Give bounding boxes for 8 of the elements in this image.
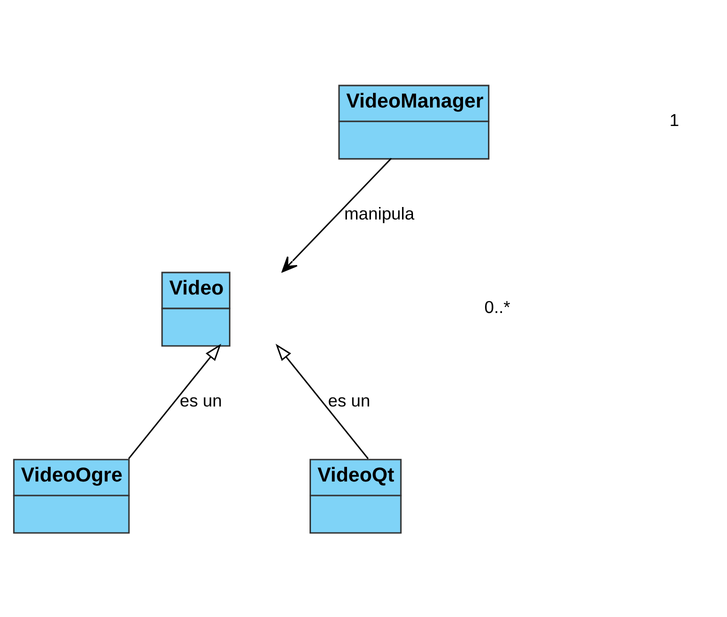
arrow [276,344,369,460]
arrow [282,158,392,272]
edge-label: es un [180,390,222,410]
label: 0..* [484,296,510,317]
arrow [128,344,222,460]
label: 1 [670,110,680,130]
edge-label: manipula [344,203,414,224]
edge-label: es un [328,390,370,410]
